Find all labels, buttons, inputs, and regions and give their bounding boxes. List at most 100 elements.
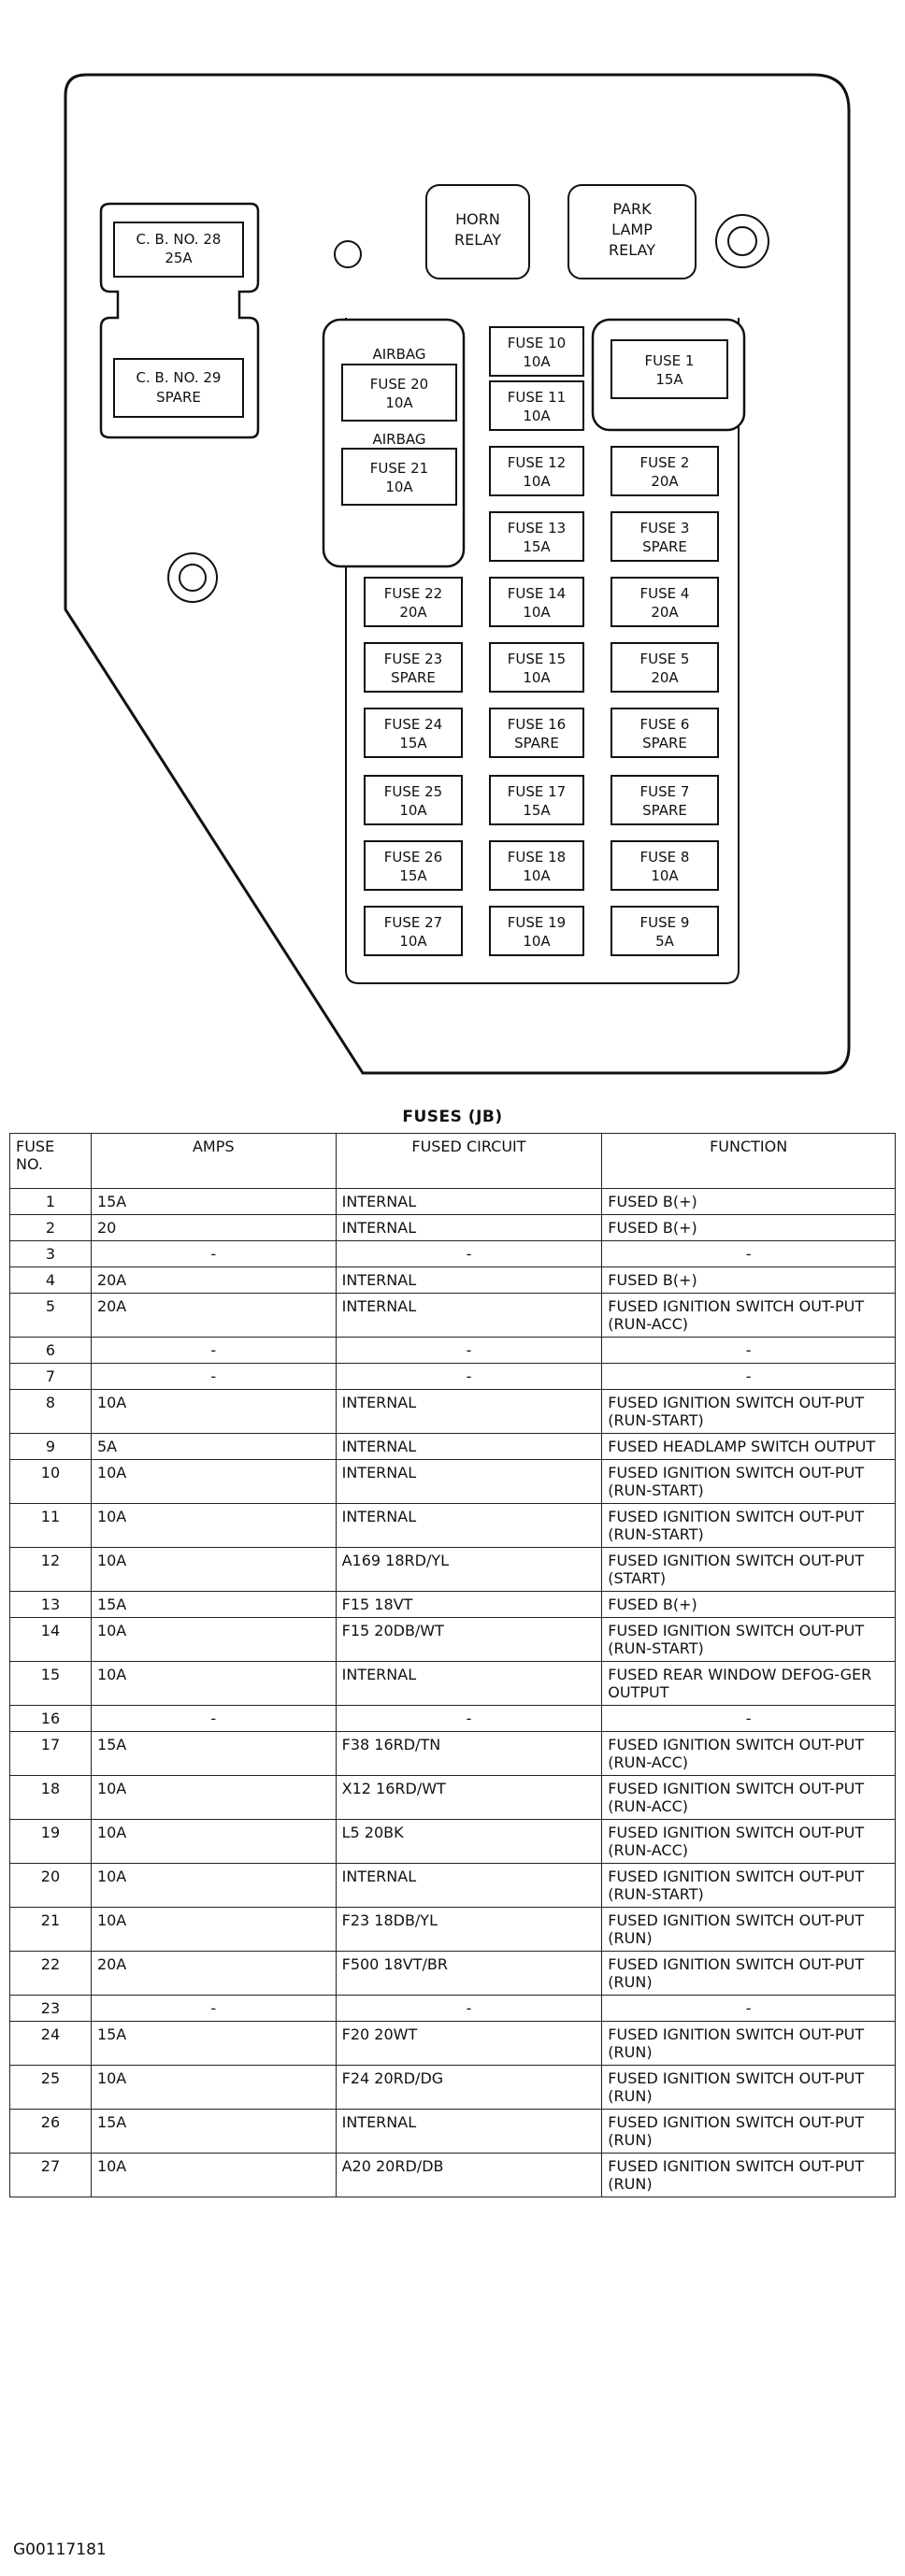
- fused-circuit-cell: INTERNAL: [335, 1459, 603, 1504]
- fuse-no-cell: 17: [9, 1731, 92, 1776]
- fuse-26-label: FUSE 26: [384, 849, 442, 866]
- table-row: 23---: [9, 1995, 896, 2022]
- fuse-13-label: FUSE 13: [508, 520, 566, 537]
- function-cell: FUSED IGNITION SWITCH OUT-PUT (RUN-START…: [601, 1459, 896, 1504]
- fuse-8-label: FUSE 8: [640, 849, 690, 866]
- fused-circuit-cell: X12 16RD/WT: [335, 1775, 603, 1820]
- fuse-21-rating: 10A: [385, 479, 413, 495]
- function-cell: FUSED IGNITION SWITCH OUT-PUT (RUN): [601, 2153, 896, 2197]
- circuit-breaker-29-rating: SPARE: [156, 389, 201, 406]
- fuse-no-cell: 25: [9, 2065, 92, 2110]
- function-cell: FUSED IGNITION SWITCH OUT-PUT (RUN-ACC): [601, 1293, 896, 1338]
- circuit-breaker-29-label: C. B. NO. 29: [136, 369, 222, 386]
- fuse-14-label: FUSE 14: [508, 585, 566, 602]
- circuit-breaker-carrier: [99, 202, 260, 439]
- fuse-10-rating: 10A: [523, 353, 551, 370]
- fuse-no-cell: 10: [9, 1459, 92, 1504]
- fuse-25-box: [364, 775, 463, 825]
- fuse-5-rating: 20A: [651, 669, 679, 686]
- fused-circuit-cell: A20 20RD/DB: [335, 2153, 603, 2197]
- fuse-10-label: FUSE 10: [508, 335, 566, 351]
- fuse-8-box: [611, 840, 719, 891]
- fuse-no-cell: 1: [9, 1188, 92, 1215]
- fuse-2-rating: 20A: [651, 473, 679, 490]
- fused-circuit-cell: INTERNAL: [335, 1188, 603, 1215]
- fuse-23-rating: SPARE: [391, 669, 436, 686]
- function-cell: FUSED IGNITION SWITCH OUT-PUT (START): [601, 1547, 896, 1592]
- function-cell: -: [601, 1705, 896, 1732]
- fused-circuit-cell: INTERNAL: [335, 1214, 603, 1241]
- amps-cell: 10A: [90, 1389, 337, 1434]
- function-cell: FUSED IGNITION SWITCH OUT-PUT (RUN): [601, 2109, 896, 2154]
- fused-circuit-cell: -: [335, 1240, 603, 1267]
- function-cell: FUSED IGNITION SWITCH OUT-PUT (RUN): [601, 2021, 896, 2066]
- fuse-11-label: FUSE 11: [508, 389, 566, 406]
- fused-circuit-cell: INTERNAL: [335, 2109, 603, 2154]
- fuse-7-label: FUSE 7: [640, 783, 690, 800]
- fuse-panel-region: [345, 318, 740, 984]
- function-cell: FUSED IGNITION SWITCH OUT-PUT (RUN-ACC): [601, 1775, 896, 1820]
- mounting-hole-upper-inner: [727, 226, 757, 256]
- function-cell: FUSED B(+): [601, 1214, 896, 1241]
- fuse-no-cell: 5: [9, 1293, 92, 1338]
- fused-circuit-cell: L5 20BK: [335, 1819, 603, 1864]
- park-lamp-relay-line-2: LAMP: [611, 221, 653, 238]
- fuse-no-cell: 23: [9, 1995, 92, 2022]
- amps-cell: 10A: [90, 1863, 337, 1908]
- fuse-no-cell: 11: [9, 1503, 92, 1548]
- table-header-row: FUSE NO. AMPS FUSED CIRCUIT FUNCTION: [9, 1133, 896, 1189]
- fuse-15-rating: 10A: [523, 669, 551, 686]
- function-cell: FUSED IGNITION SWITCH OUT-PUT (RUN): [601, 2065, 896, 2110]
- fuse-13-rating: 15A: [523, 538, 551, 555]
- fuse-no-cell: 24: [9, 2021, 92, 2066]
- fuse-no-cell: 2: [9, 1214, 92, 1241]
- header-fuse-no-line-1: FUSE: [16, 1138, 55, 1155]
- function-cell: FUSED IGNITION SWITCH OUT-PUT (RUN-START…: [601, 1389, 896, 1434]
- fused-circuit-cell: INTERNAL: [335, 1267, 603, 1294]
- horn-relay-line-1: HORN: [455, 210, 500, 228]
- table-row: 16---: [9, 1705, 896, 1732]
- fused-circuit-cell: F15 20DB/WT: [335, 1617, 603, 1662]
- fuse-9-box: [611, 906, 719, 956]
- fuse-4-box: [611, 577, 719, 627]
- circuit-breaker-28-label: C. B. NO. 28: [136, 231, 222, 248]
- fuse-18-box: [489, 840, 584, 891]
- figure-code: G00117181: [13, 2540, 107, 2559]
- airbag-label-2: AIRBAG: [372, 431, 425, 448]
- circuit-breaker-28-rating: 25A: [165, 250, 193, 266]
- table-row: 7---: [9, 1363, 896, 1390]
- fuse-25-rating: 10A: [399, 802, 427, 819]
- fuse-no-cell: 14: [9, 1617, 92, 1662]
- fuse-6-label: FUSE 6: [640, 716, 690, 733]
- fuse-11-box: [489, 380, 584, 431]
- amps-cell: -: [90, 1995, 337, 2022]
- table-row: 3---: [9, 1240, 896, 1267]
- fuse-4-rating: 20A: [651, 604, 679, 621]
- fuse-18-rating: 10A: [523, 867, 551, 884]
- fused-circuit-cell: INTERNAL: [335, 1433, 603, 1460]
- amps-cell: 20A: [90, 1267, 337, 1294]
- fuse-2-label: FUSE 2: [640, 454, 690, 471]
- amps-cell: 15A: [90, 1731, 337, 1776]
- header-fuse-no: FUSE NO.: [9, 1133, 92, 1189]
- fuse-9-rating: 5A: [655, 933, 675, 950]
- amps-cell: -: [90, 1240, 337, 1267]
- fuse-no-cell: 21: [9, 1907, 92, 1952]
- function-cell: FUSED HEADLAMP SWITCH OUTPUT: [601, 1433, 896, 1460]
- amps-cell: 10A: [90, 1907, 337, 1952]
- function-cell: FUSED B(+): [601, 1267, 896, 1294]
- amps-cell: 10A: [90, 1661, 337, 1706]
- junction-block-outline: [64, 73, 851, 1075]
- fused-circuit-cell: F15 18VT: [335, 1591, 603, 1618]
- amps-cell: 10A: [90, 1617, 337, 1662]
